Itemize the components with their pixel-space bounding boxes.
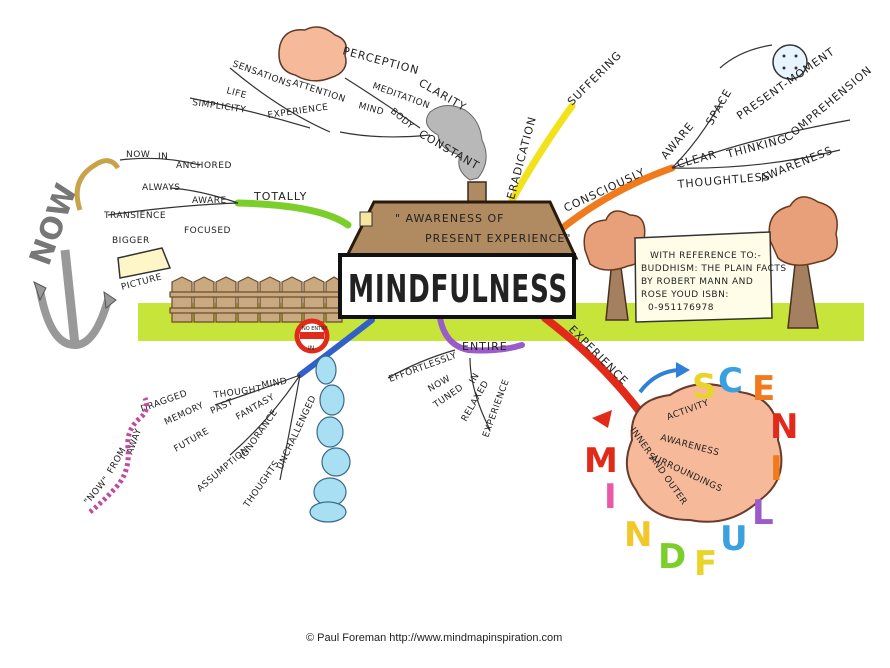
word-life: LIFE <box>225 86 247 101</box>
branch-entire <box>437 315 525 354</box>
page-title: MINDFULNESS <box>348 267 568 311</box>
word-bigger: BIGGER <box>112 236 150 246</box>
anchor-now-text: NOW <box>23 179 85 270</box>
word-always: ALWAYS <box>142 183 180 193</box>
circle-letter-u: U <box>720 519 748 559</box>
word-anchored: ANCHORED <box>176 161 232 171</box>
word-in: IN <box>158 152 168 162</box>
circle-letter-c: C <box>718 361 743 401</box>
reference-banner: WITH REFERENCE TO:- BUDDHISM: THE PLAIN … <box>634 231 787 323</box>
word-future: FUTURE <box>173 427 212 455</box>
word-thought: THOUGHT <box>212 384 263 401</box>
branch-eradication <box>508 102 576 204</box>
tree-right <box>768 196 838 329</box>
picture-frame <box>117 247 172 279</box>
bead-chain <box>88 397 150 514</box>
no-entry-sign-text: NO ENTRY <box>302 326 328 332</box>
circle-letter-i: I <box>770 449 783 489</box>
roof-text-line-1: " AWARENESS OF <box>395 212 505 225</box>
word-focused: FOCUSED <box>184 226 231 236</box>
reference-line-1: WITH REFERENCE TO:- <box>650 251 761 261</box>
no-entry-sign-in: IN <box>308 345 314 352</box>
word-consciously: CONSCIOUSLY <box>562 166 648 215</box>
circle-letter-d: D <box>658 537 686 577</box>
credit-line: © Paul Foreman http://www.mindmapinspira… <box>306 632 562 644</box>
circle-letter-m: M <box>584 441 618 481</box>
blue-arrow-icon <box>638 368 679 394</box>
smoke-cloud <box>425 105 487 181</box>
anchor-icon: NOW <box>23 158 121 350</box>
branch-no-entry-words: NO ENTRY IN THOUGHT MIND DRAGGED MEMORY … <box>83 318 330 514</box>
word-perception: PERCEPTION <box>341 44 420 77</box>
word-space: SPACE <box>703 86 734 127</box>
word-suffering: SUFFERING <box>565 49 625 109</box>
word-mind: MIND <box>357 101 385 117</box>
word-aware-left: AWARE <box>192 196 227 206</box>
mindfulness-house: " AWARENESS OF PRESENT EXPERIENCE" MINDF… <box>338 200 579 319</box>
reference-line-3: BY ROBERT MANN AND <box>641 277 753 287</box>
moon-icon <box>772 44 808 80</box>
reference-line-4: ROSE YOUD ISBN: <box>641 290 729 300</box>
branch-experience <box>541 314 644 416</box>
circle-letter-f: F <box>694 544 717 584</box>
tree-left <box>583 210 646 321</box>
circle-letter-s: S <box>692 367 717 407</box>
word-now-in: NOW <box>126 150 150 160</box>
branch-experience-group: EXPERIENCE ACTIVITY AWARENESS SURROUNDIN… <box>566 323 783 523</box>
circle-letter-n2: N <box>624 515 652 555</box>
circle-letter-e: E <box>752 369 775 409</box>
word-transience: TRANSIENCE <box>103 211 166 221</box>
word-totally: TOTALLY <box>253 190 307 203</box>
roof-text-line-2: PRESENT EXPERIENCE" <box>425 232 571 245</box>
word-body: BODY <box>388 107 415 132</box>
circle-letter-i2: I <box>604 477 617 517</box>
reference-line-5: 0-951176978 <box>648 303 714 313</box>
branch-totally-words: TOTALLY NOW IN ANCHORED ALWAYS AWARE TRA… <box>103 150 307 293</box>
word-thoughtless: THOUGHTLESS <box>676 170 771 191</box>
word-thinking: THINKING <box>724 132 788 161</box>
mindfulness-circle-letters: S C E N I L U F D N I M <box>584 361 798 584</box>
branch-totally <box>234 199 352 229</box>
roof <box>343 200 579 260</box>
fence <box>169 276 343 323</box>
brain-icon-large <box>625 383 783 523</box>
branch-entire-words: ENTIRE EFFORTLESSLY NOW TUNED IN RELAXED… <box>388 340 512 439</box>
title-box <box>338 253 576 319</box>
word-now-quoted: "NOW" <box>83 475 112 507</box>
red-arrow-icon <box>592 410 612 428</box>
word-unchallenged: UNCHALLENGED <box>276 394 319 471</box>
cloud-chain <box>309 355 351 523</box>
word-attention: ATTENTION <box>291 78 347 105</box>
branch-no-entry <box>297 317 375 378</box>
word-past: PAST <box>209 397 235 416</box>
branch-consciously <box>556 164 676 234</box>
word-simplicity: SIMPLICITY <box>192 98 247 115</box>
brain-icon-top <box>278 26 347 82</box>
word-experience-top: EXPERIENCE <box>267 103 329 121</box>
reference-line-2: BUDDHISM: THE PLAIN FACTS <box>641 264 787 274</box>
circle-letter-n: N <box>770 407 798 447</box>
word-mind-left: MIND <box>261 377 288 391</box>
word-entire: ENTIRE <box>462 340 508 353</box>
word-in-entire: IN <box>468 372 482 386</box>
circle-letter-l: L <box>752 493 774 533</box>
